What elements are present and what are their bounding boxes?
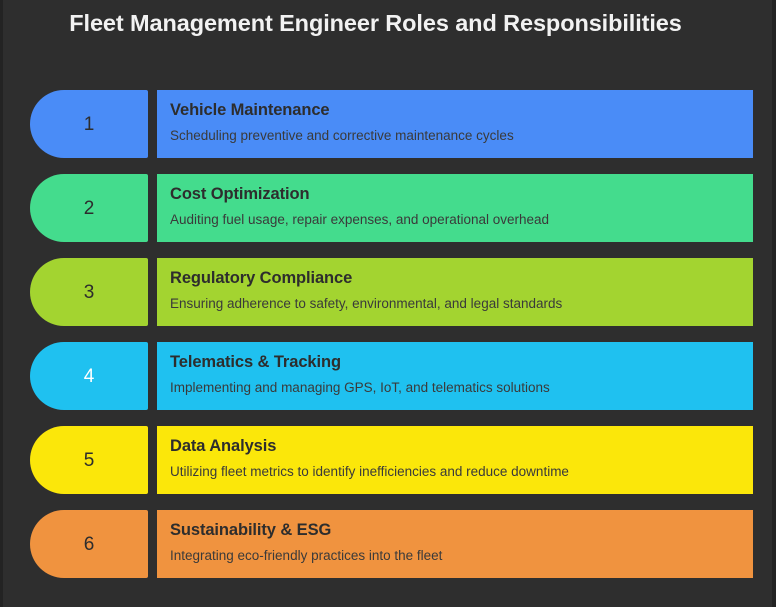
role-title: Regulatory Compliance <box>170 269 353 287</box>
role-description: Auditing fuel usage, repair expenses, an… <box>170 211 550 227</box>
role-number: 1 <box>83 113 95 135</box>
role-description: Integrating eco-friendly practices into … <box>170 547 443 563</box>
role-title: Data Analysis <box>170 437 277 455</box>
role-number: 5 <box>83 449 95 471</box>
role-number: 6 <box>83 533 95 555</box>
infographic-canvas: Fleet Management Engineer Roles and Resp… <box>3 0 772 607</box>
role-title: Telematics & Tracking <box>170 353 341 371</box>
role-description: Scheduling preventive and corrective mai… <box>170 127 514 143</box>
role-title: Vehicle Maintenance <box>170 101 330 119</box>
role-number: 4 <box>83 365 95 387</box>
role-number: 2 <box>83 197 95 219</box>
role-number-badge: 5 <box>30 426 148 494</box>
role-title: Cost Optimization <box>170 185 310 203</box>
role-description: Ensuring adherence to safety, environmen… <box>170 295 563 311</box>
role-content-bar: Sustainability & ESG Integrating eco-frie… <box>155 510 753 578</box>
role-number-badge: 6 <box>30 510 148 578</box>
role-number: 3 <box>83 281 95 303</box>
role-number-badge: 4 <box>30 342 148 410</box>
role-number-badge: 3 <box>30 258 148 326</box>
page-title: Fleet Management Engineer Roles and Resp… <box>69 10 682 36</box>
role-row: 6 Sustainability & ESG Integrating eco-fri… <box>3 510 772 578</box>
role-number-badge: 2 <box>30 174 148 242</box>
role-description: Implementing and managing GPS, IoT, and … <box>170 379 550 395</box>
role-number-badge: 1 <box>30 90 148 158</box>
role-description: Utilizing fleet metrics to identify inef… <box>170 463 569 479</box>
role-title: Sustainability & ESG <box>170 521 332 539</box>
